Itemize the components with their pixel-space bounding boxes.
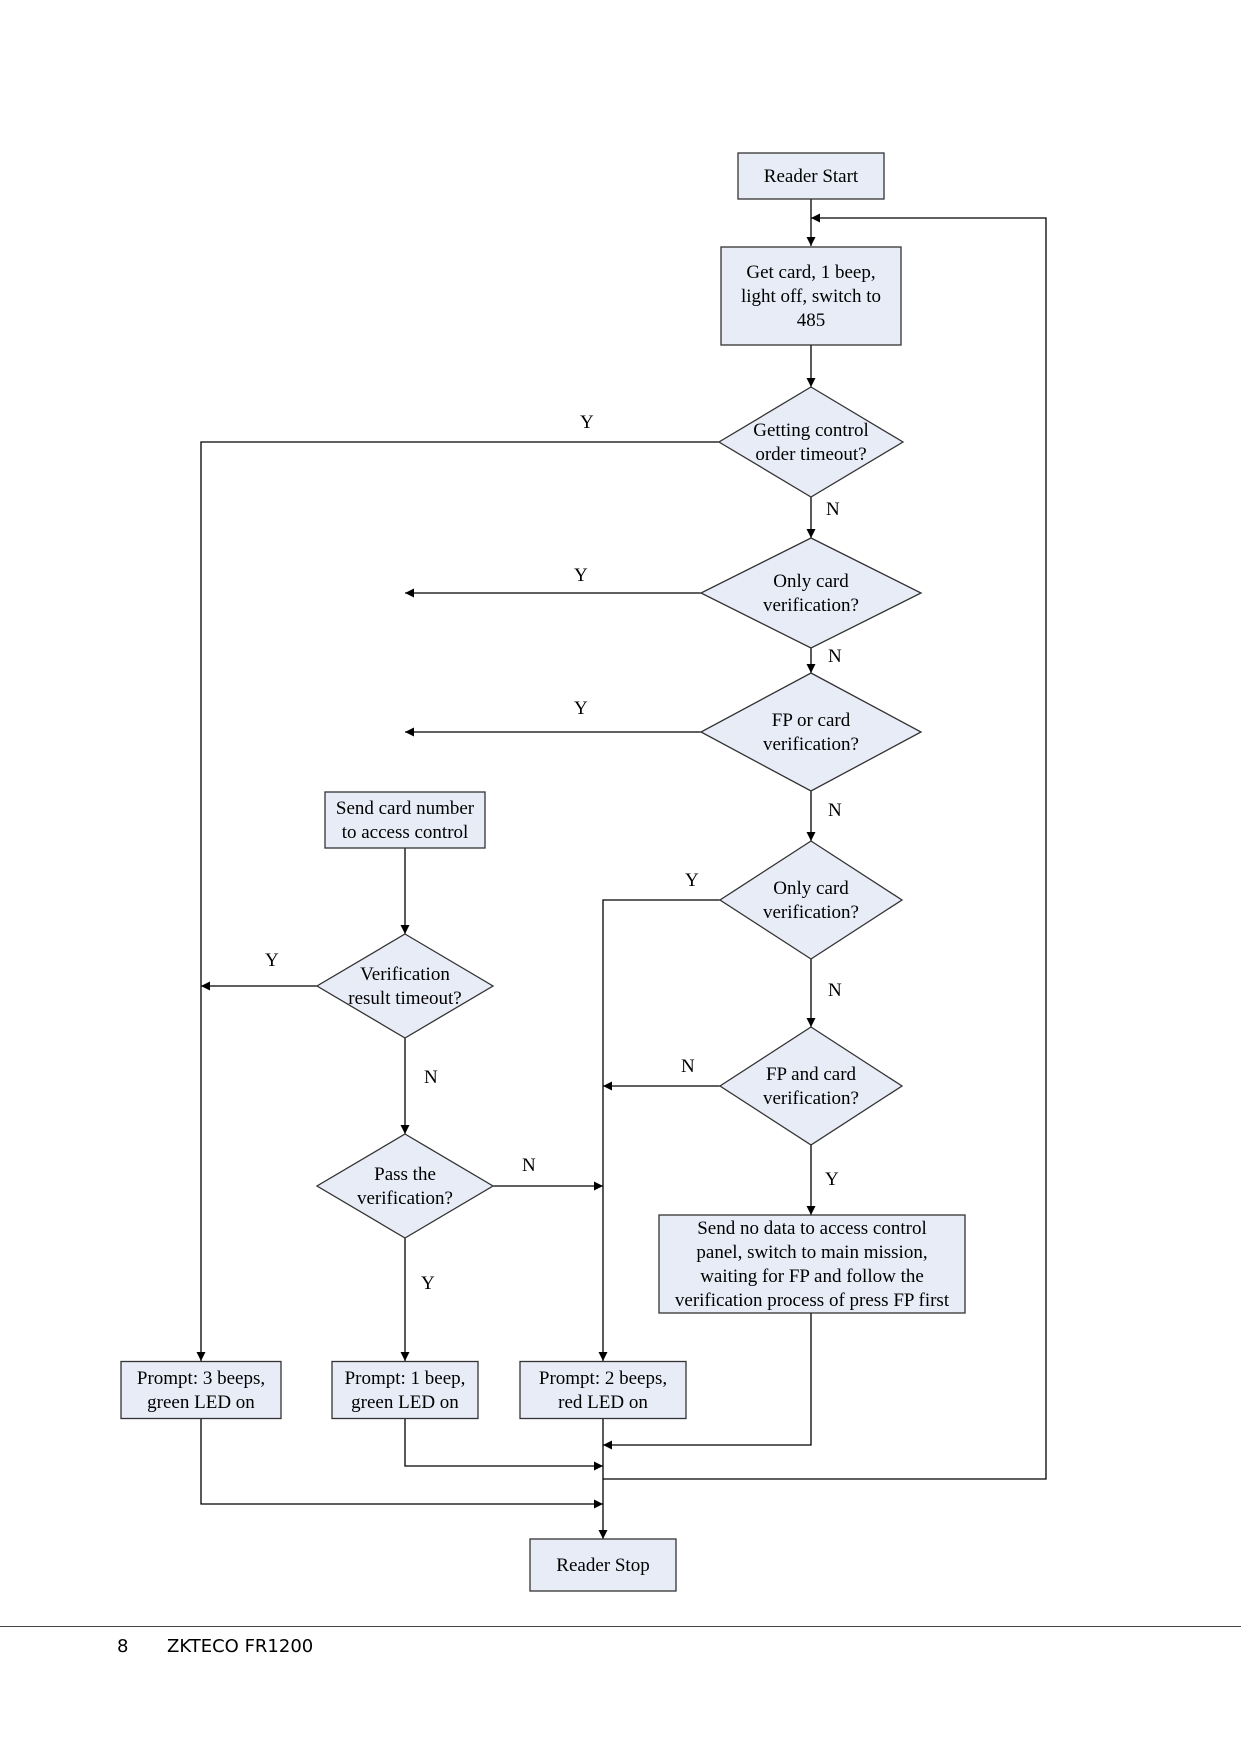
edge-label-fpandcard-y: Y bbox=[825, 1169, 839, 1190]
edge-label-fporcard-y: Y bbox=[574, 698, 588, 719]
node-text-line: verification? bbox=[763, 902, 859, 923]
decision-diamond bbox=[717, 386, 905, 498]
node-text-line: panel, switch to main mission, bbox=[696, 1242, 927, 1263]
node-pass-verification: Pass the verification? bbox=[315, 1133, 495, 1239]
node-text-line: verification? bbox=[763, 734, 859, 755]
node-text-line: Prompt: 1 beep, bbox=[345, 1368, 466, 1389]
node-text-line: Get card, 1 beep, bbox=[746, 262, 875, 283]
node-prompt-3-beeps: Prompt: 3 beeps, green LED on bbox=[120, 1360, 282, 1420]
process-box bbox=[120, 1360, 282, 1420]
edge-prompt1-to-merge bbox=[404, 1419, 603, 1471]
node-text-line: Only card bbox=[773, 571, 849, 592]
node-verification-timeout: Verification result timeout? bbox=[315, 933, 495, 1039]
node-text-line: verification? bbox=[357, 1188, 453, 1209]
process-box bbox=[720, 246, 902, 346]
node-getting-control: Getting control order timeout? bbox=[717, 386, 905, 498]
decision-diamond bbox=[718, 1026, 904, 1146]
node-text-line: green LED on bbox=[351, 1392, 459, 1413]
node-text-line: waiting for FP and follow the bbox=[700, 1266, 924, 1287]
edge-label-vtimeout-y: Y bbox=[265, 950, 279, 971]
node-text-line: light off, switch to bbox=[741, 286, 881, 307]
edge-label-onlycard1-y: Y bbox=[574, 565, 588, 586]
node-text-line: Reader Stop bbox=[556, 1555, 649, 1576]
node-get-card: Get card, 1 beep, light off, switch to 485 bbox=[720, 246, 902, 346]
node-text-line: Getting control bbox=[753, 420, 869, 441]
edge-prompt3-to-merge bbox=[200, 1419, 603, 1509]
node-text-line: Pass the bbox=[374, 1164, 436, 1185]
edge-loop-back bbox=[603, 213, 1047, 1480]
node-fp-and-card: FP and card verification? bbox=[718, 1026, 904, 1146]
node-fp-or-card: FP or card verification? bbox=[699, 672, 923, 792]
node-text-line: FP or card bbox=[772, 710, 851, 731]
node-prompt-1-beep: Prompt: 1 beep, green LED on bbox=[331, 1360, 479, 1420]
decision-diamond bbox=[699, 672, 923, 792]
node-text-line: to access control bbox=[342, 822, 469, 843]
node-text-line: Reader Start bbox=[764, 166, 859, 187]
node-reader-stop: Reader Stop bbox=[529, 1538, 677, 1592]
edge-sendnodata-to-merge bbox=[603, 1313, 812, 1450]
edge-label-onlycard2-n: N bbox=[828, 980, 842, 1001]
node-text-line: order timeout? bbox=[755, 444, 866, 465]
process-box bbox=[658, 1214, 966, 1314]
node-send-card-number: Send card number to access control bbox=[324, 791, 486, 849]
node-text-line: verification? bbox=[763, 1088, 859, 1109]
node-only-card-1: Only card verification? bbox=[699, 537, 923, 649]
process-box bbox=[324, 791, 486, 849]
edge-label-timeout-y: Y bbox=[580, 412, 594, 433]
node-text-line: Verification bbox=[360, 964, 450, 985]
decision-diamond bbox=[718, 840, 904, 960]
node-text-line: result timeout? bbox=[348, 988, 461, 1009]
node-reader-start: Reader Start bbox=[737, 152, 885, 200]
node-text-line: 485 bbox=[797, 310, 826, 331]
edge-label-onlycard1-n: N bbox=[828, 646, 842, 667]
edge-onlycard2-y bbox=[598, 899, 720, 1361]
decision-diamond bbox=[315, 1133, 495, 1239]
node-text-line: FP and card bbox=[766, 1064, 857, 1085]
node-text-line: green LED on bbox=[147, 1392, 255, 1413]
edge-timeout-y bbox=[196, 441, 719, 1361]
node-text-line: Only card bbox=[773, 878, 849, 899]
node-text-line: Send no data to access control bbox=[697, 1218, 927, 1239]
node-text-line: verification? bbox=[763, 595, 859, 616]
document-title: ZKTECO FR1200 bbox=[167, 1636, 314, 1657]
edge-label-onlycard2-y: Y bbox=[685, 870, 699, 891]
page-number: 8 bbox=[117, 1636, 129, 1657]
node-text-line: Prompt: 2 beeps, bbox=[539, 1368, 667, 1389]
process-box bbox=[737, 152, 885, 200]
node-text-line: Prompt: 3 beeps, bbox=[137, 1368, 265, 1389]
edge-label-vtimeout-n: N bbox=[424, 1067, 438, 1088]
decision-diamond bbox=[315, 933, 495, 1039]
node-only-card-2: Only card verification? bbox=[718, 840, 904, 960]
node-text-line: Send card number bbox=[336, 798, 475, 819]
node-text-line: red LED on bbox=[558, 1392, 648, 1413]
node-send-no-data: Send no data to access control panel, swi… bbox=[658, 1214, 966, 1314]
process-box bbox=[529, 1538, 677, 1592]
process-box bbox=[331, 1360, 479, 1420]
process-box bbox=[519, 1360, 687, 1420]
footer-rule bbox=[0, 1626, 1241, 1627]
edge-label-fporcard-n: N bbox=[828, 800, 842, 821]
node-text-line: verification process of press FP first bbox=[675, 1290, 950, 1311]
node-prompt-2-beeps: Prompt: 2 beeps, red LED on bbox=[519, 1360, 687, 1420]
edge-label-pass-y: Y bbox=[421, 1273, 435, 1294]
decision-diamond bbox=[699, 537, 923, 649]
edge-label-pass-n: N bbox=[522, 1155, 536, 1176]
edge-label-timeout-n: N bbox=[826, 499, 840, 520]
edge-label-fpandcard-n: N bbox=[681, 1056, 695, 1077]
